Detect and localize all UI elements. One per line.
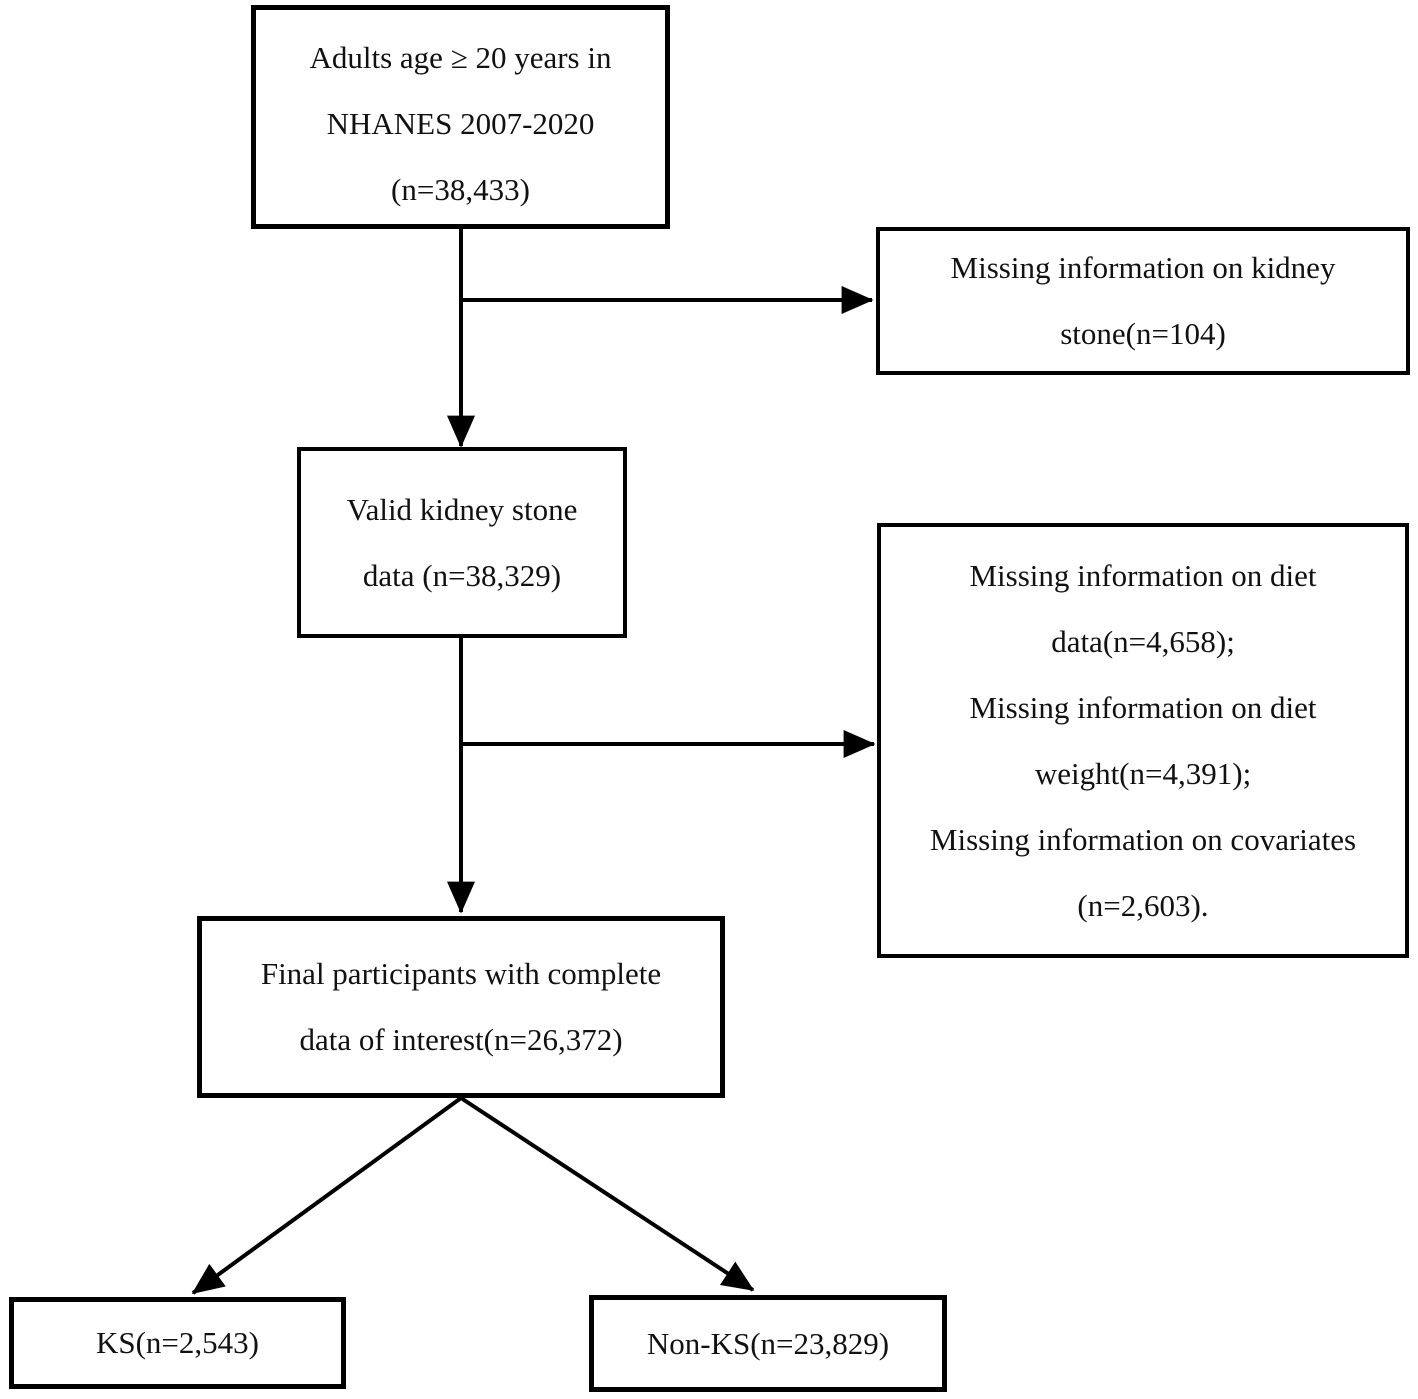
node-text-line: (n=2,603). [1077,887,1209,923]
node-adults-nhanes: Adults age ≥ 20 years in NHANES 2007-202… [251,5,670,229]
node-text-line: Missing information on diet [969,689,1317,725]
node-missing-kidney-stone: Missing information on kidney stone(n=10… [876,227,1410,375]
node-text-line: Adults age ≥ 20 years in [309,40,612,75]
node-text-line: Final participants with complete [260,956,662,991]
node-text-line: weight(n=4,391); [1034,755,1252,791]
node-text-line: (n=38,433) [391,172,530,207]
node-final-participants: Final participants with complete data of… [197,916,725,1098]
node-text-line: NHANES 2007-2020 [326,106,595,141]
arrow-final-to-ks [191,1096,463,1295]
node-non-ks-group: Non-KS(n=23,829) [589,1295,947,1392]
node-text-line: Missing information on diet [969,557,1317,593]
node-text-line: stone(n=104) [1060,316,1226,351]
node-text-line: data of interest(n=26,372) [299,1022,623,1057]
node-text-line: Valid kidney stone [346,491,578,527]
node-valid-kidney-stone-data: Valid kidney stone data (n=38,329) [297,447,627,638]
node-text-line: data (n=38,329) [362,557,562,593]
arrow-final-to-nonks [459,1096,755,1292]
node-ks-group: KS(n=2,543) [9,1297,346,1389]
node-text-line: KS(n=2,543) [95,1325,259,1360]
node-text-line: data(n=4,658); [1051,623,1235,659]
node-missing-diet-covariates: Missing information on diet data(n=4,658… [877,523,1409,958]
node-text-line: Missing information on kidney [950,250,1336,285]
node-text-line: Non-KS(n=23,829) [646,1325,890,1361]
node-text-line: Missing information on covariates [929,821,1357,857]
